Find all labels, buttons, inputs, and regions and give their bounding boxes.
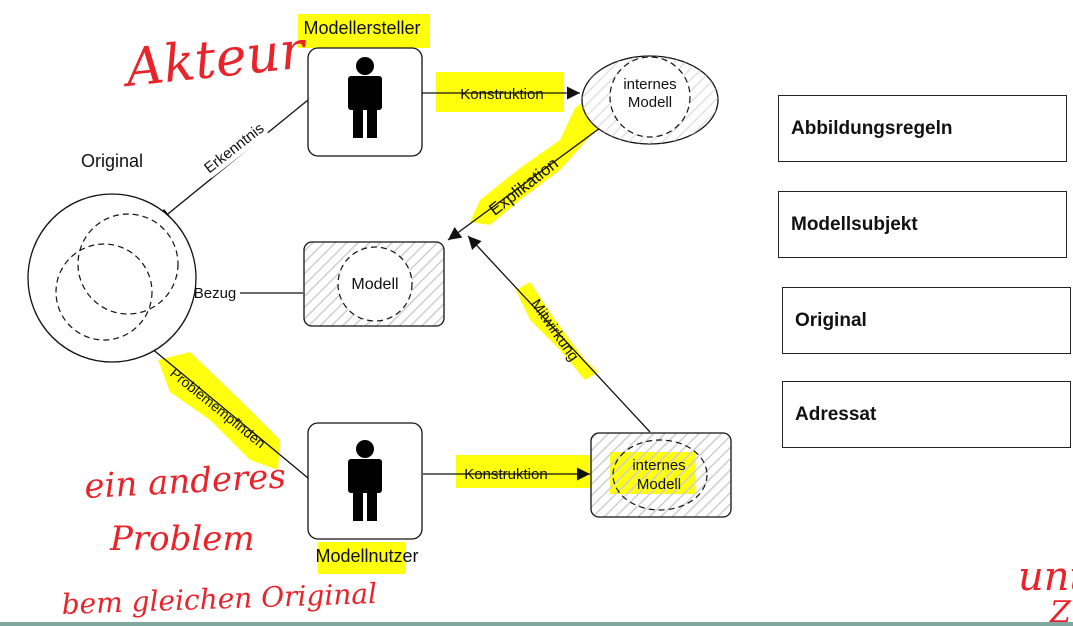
modell-label: Modell — [351, 276, 398, 293]
modellnutzer-node: Modellnutzer — [307, 422, 423, 566]
highlight-modellnutzer — [318, 542, 406, 574]
original-dashed-circle-top — [77, 213, 179, 315]
highlight-konstruktion-top — [436, 72, 564, 112]
original-title: Original — [81, 151, 143, 171]
internes-top-line2: Modell — [628, 94, 672, 111]
edge-mitwirkung — [467, 235, 651, 433]
box-adressat: Adressat — [782, 381, 1071, 448]
box-adressat-label: Adressat — [795, 403, 877, 425]
box-original-label: Original — [795, 309, 867, 331]
box-modellsubjekt: Modellsubjekt — [778, 191, 1067, 258]
original-outer-circle — [27, 193, 197, 363]
modellersteller-label: Modellersteller — [303, 18, 420, 38]
internes-bottom-line2: Modell — [637, 476, 681, 493]
internes-top-line1: internes — [623, 76, 676, 93]
label-bezug: Bezug — [194, 285, 237, 302]
handwriting-line1: ein anderes — [83, 456, 286, 506]
highlight-konstruktion-bottom — [456, 455, 591, 488]
label-erkenntnis: Erkenntnis — [201, 120, 267, 177]
internes-modell-top: internes Modell — [581, 55, 719, 145]
box-abbildungsregeln: Abbildungsregeln — [778, 95, 1067, 162]
edge-problemempfinden — [132, 332, 309, 479]
highlight-problemempfinden — [158, 352, 280, 470]
box-original: Original — [782, 287, 1071, 354]
modellersteller-node: Modellersteller — [303, 18, 423, 157]
label-konstruktion-bottom: Konstruktion — [464, 466, 547, 483]
box-modellsubjekt-label: Modellsubjekt — [791, 213, 918, 235]
handwriting-line3: bem gleichen Original — [61, 577, 377, 621]
handwriting-line2: Problem — [109, 519, 255, 559]
handwriting-akteur: Akteur — [119, 20, 310, 99]
box-abbildungsregeln-label: Abbildungsregeln — [791, 117, 953, 139]
original-node: Original — [27, 151, 197, 363]
internes-bottom-line1: internes — [632, 457, 685, 474]
original-dashed-circle-bottom — [55, 243, 153, 341]
modellnutzer-label: Modellnutzer — [315, 546, 418, 566]
bottom-border — [0, 622, 1073, 626]
modell-node: Modell — [303, 241, 445, 327]
label-mitwirkung: Mitwirkung — [527, 296, 582, 364]
highlight-modellersteller — [298, 14, 430, 48]
label-konstruktion-top: Konstruktion — [460, 86, 543, 103]
edge-explikation — [447, 127, 601, 241]
label-problemempfinden: Problemempfinden — [167, 365, 268, 451]
handwriting-corner1: unt — [1018, 554, 1073, 600]
handwriting-corner2: Z — [1049, 595, 1072, 626]
person-icon — [348, 440, 382, 521]
person-icon — [348, 57, 382, 138]
internes-modell-bottom: internes Modell — [590, 432, 732, 518]
